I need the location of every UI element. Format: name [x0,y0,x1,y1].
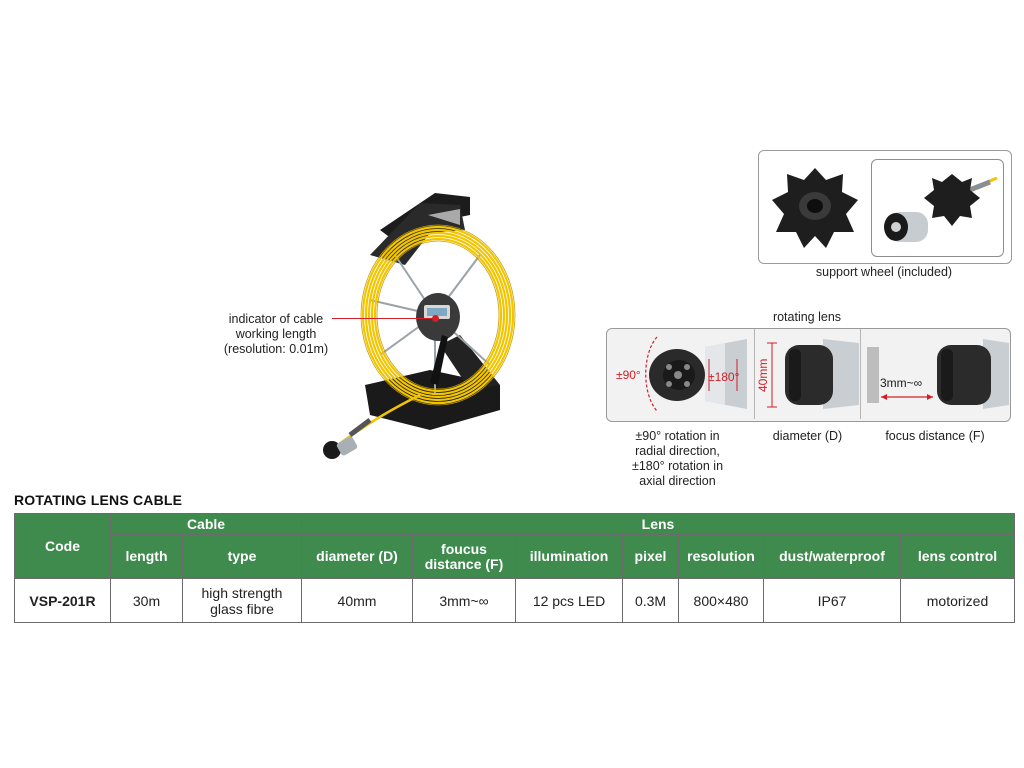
support-wheel-mounted-photo [871,159,1004,257]
header-illumination: illumination [515,534,623,579]
callout-line-1: indicator of cable [228,312,324,326]
support-wheel-photo [772,168,858,248]
lens-panel-divider-1 [754,329,755,419]
cell-pixel: 0.3M [622,578,679,623]
support-wheel-caption: support wheel (included) [815,265,953,279]
cell-illumination: 12 pcs LED [515,578,623,623]
cell-type-line-2: glass fibre [210,600,274,617]
cell-dust-waterproof: IP67 [763,578,901,623]
header-code: Code [14,513,111,579]
rotation-caption-line-2: radial direction, [635,444,720,458]
cell-diameter: 40mm [301,578,413,623]
cell-type-line-1: high strength [201,584,283,601]
rotation-radial-label: ±90° [616,368,641,382]
focus-caption: focus distance (F) [885,429,985,443]
lens-diameter-illustration [767,339,859,409]
header-focus-line-1: foucus [441,540,487,557]
cable-indicator-callout: indicator of cable working length (resol… [196,312,356,357]
table-group-header-row: Code Cable Lens [14,513,1015,579]
callout-line-2: working length [235,327,317,341]
focus-measure-label: 3mm~∞ [880,376,923,390]
header-diameter: diameter (D) [301,534,413,579]
cell-code: VSP-201R [14,578,111,623]
header-focus: foucus distance (F) [412,534,516,579]
spec-table: Code Cable Lens length type diameter (D)… [14,513,1015,623]
header-lens-group: Lens [301,513,1015,535]
lens-focus-illustration [867,339,1009,409]
cell-resolution: 800×480 [678,578,764,623]
callout-leader-line [332,318,434,319]
rotation-caption: ±90° rotation in radial direction, ±180°… [610,429,745,489]
cell-focus: 3mm~∞ [412,578,516,623]
table-row: VSP-201R 30m high strength glass fibre 4… [14,578,1015,623]
callout-leader-dot [432,315,439,322]
cell-length: 30m [110,578,183,623]
diameter-measure-label: 40mm [756,358,770,392]
header-type: type [182,534,302,579]
lens-rotation-illustration [645,336,747,412]
cell-lens-control: motorized [900,578,1015,623]
header-resolution: resolution [678,534,764,579]
cable-reel-image [323,193,516,459]
header-cable-group: Cable [110,513,302,535]
table-title: ROTATING LENS CABLE [14,492,183,508]
rotation-caption-line-4: axial direction [639,474,716,488]
cell-type: high strength glass fibre [182,578,302,623]
header-length: length [110,534,183,579]
header-lens-control: lens control [900,534,1015,579]
rotation-caption-line-3: ±180° rotation in [631,459,724,473]
rotation-axial-label: ±180° [708,370,740,384]
header-pixel: pixel [622,534,679,579]
diameter-caption: diameter (D) [772,429,843,443]
rotating-lens-title: rotating lens [772,310,842,324]
lens-panel-divider-2 [860,329,861,419]
rotation-caption-line-1: ±90° rotation in [635,429,720,443]
header-dust-waterproof: dust/waterproof [763,534,901,579]
header-focus-line-2: distance (F) [424,555,504,572]
callout-line-3: (resolution: 0.01m) [223,342,329,356]
table-column-header-row: length type diameter (D) foucus distance… [15,534,1015,579]
